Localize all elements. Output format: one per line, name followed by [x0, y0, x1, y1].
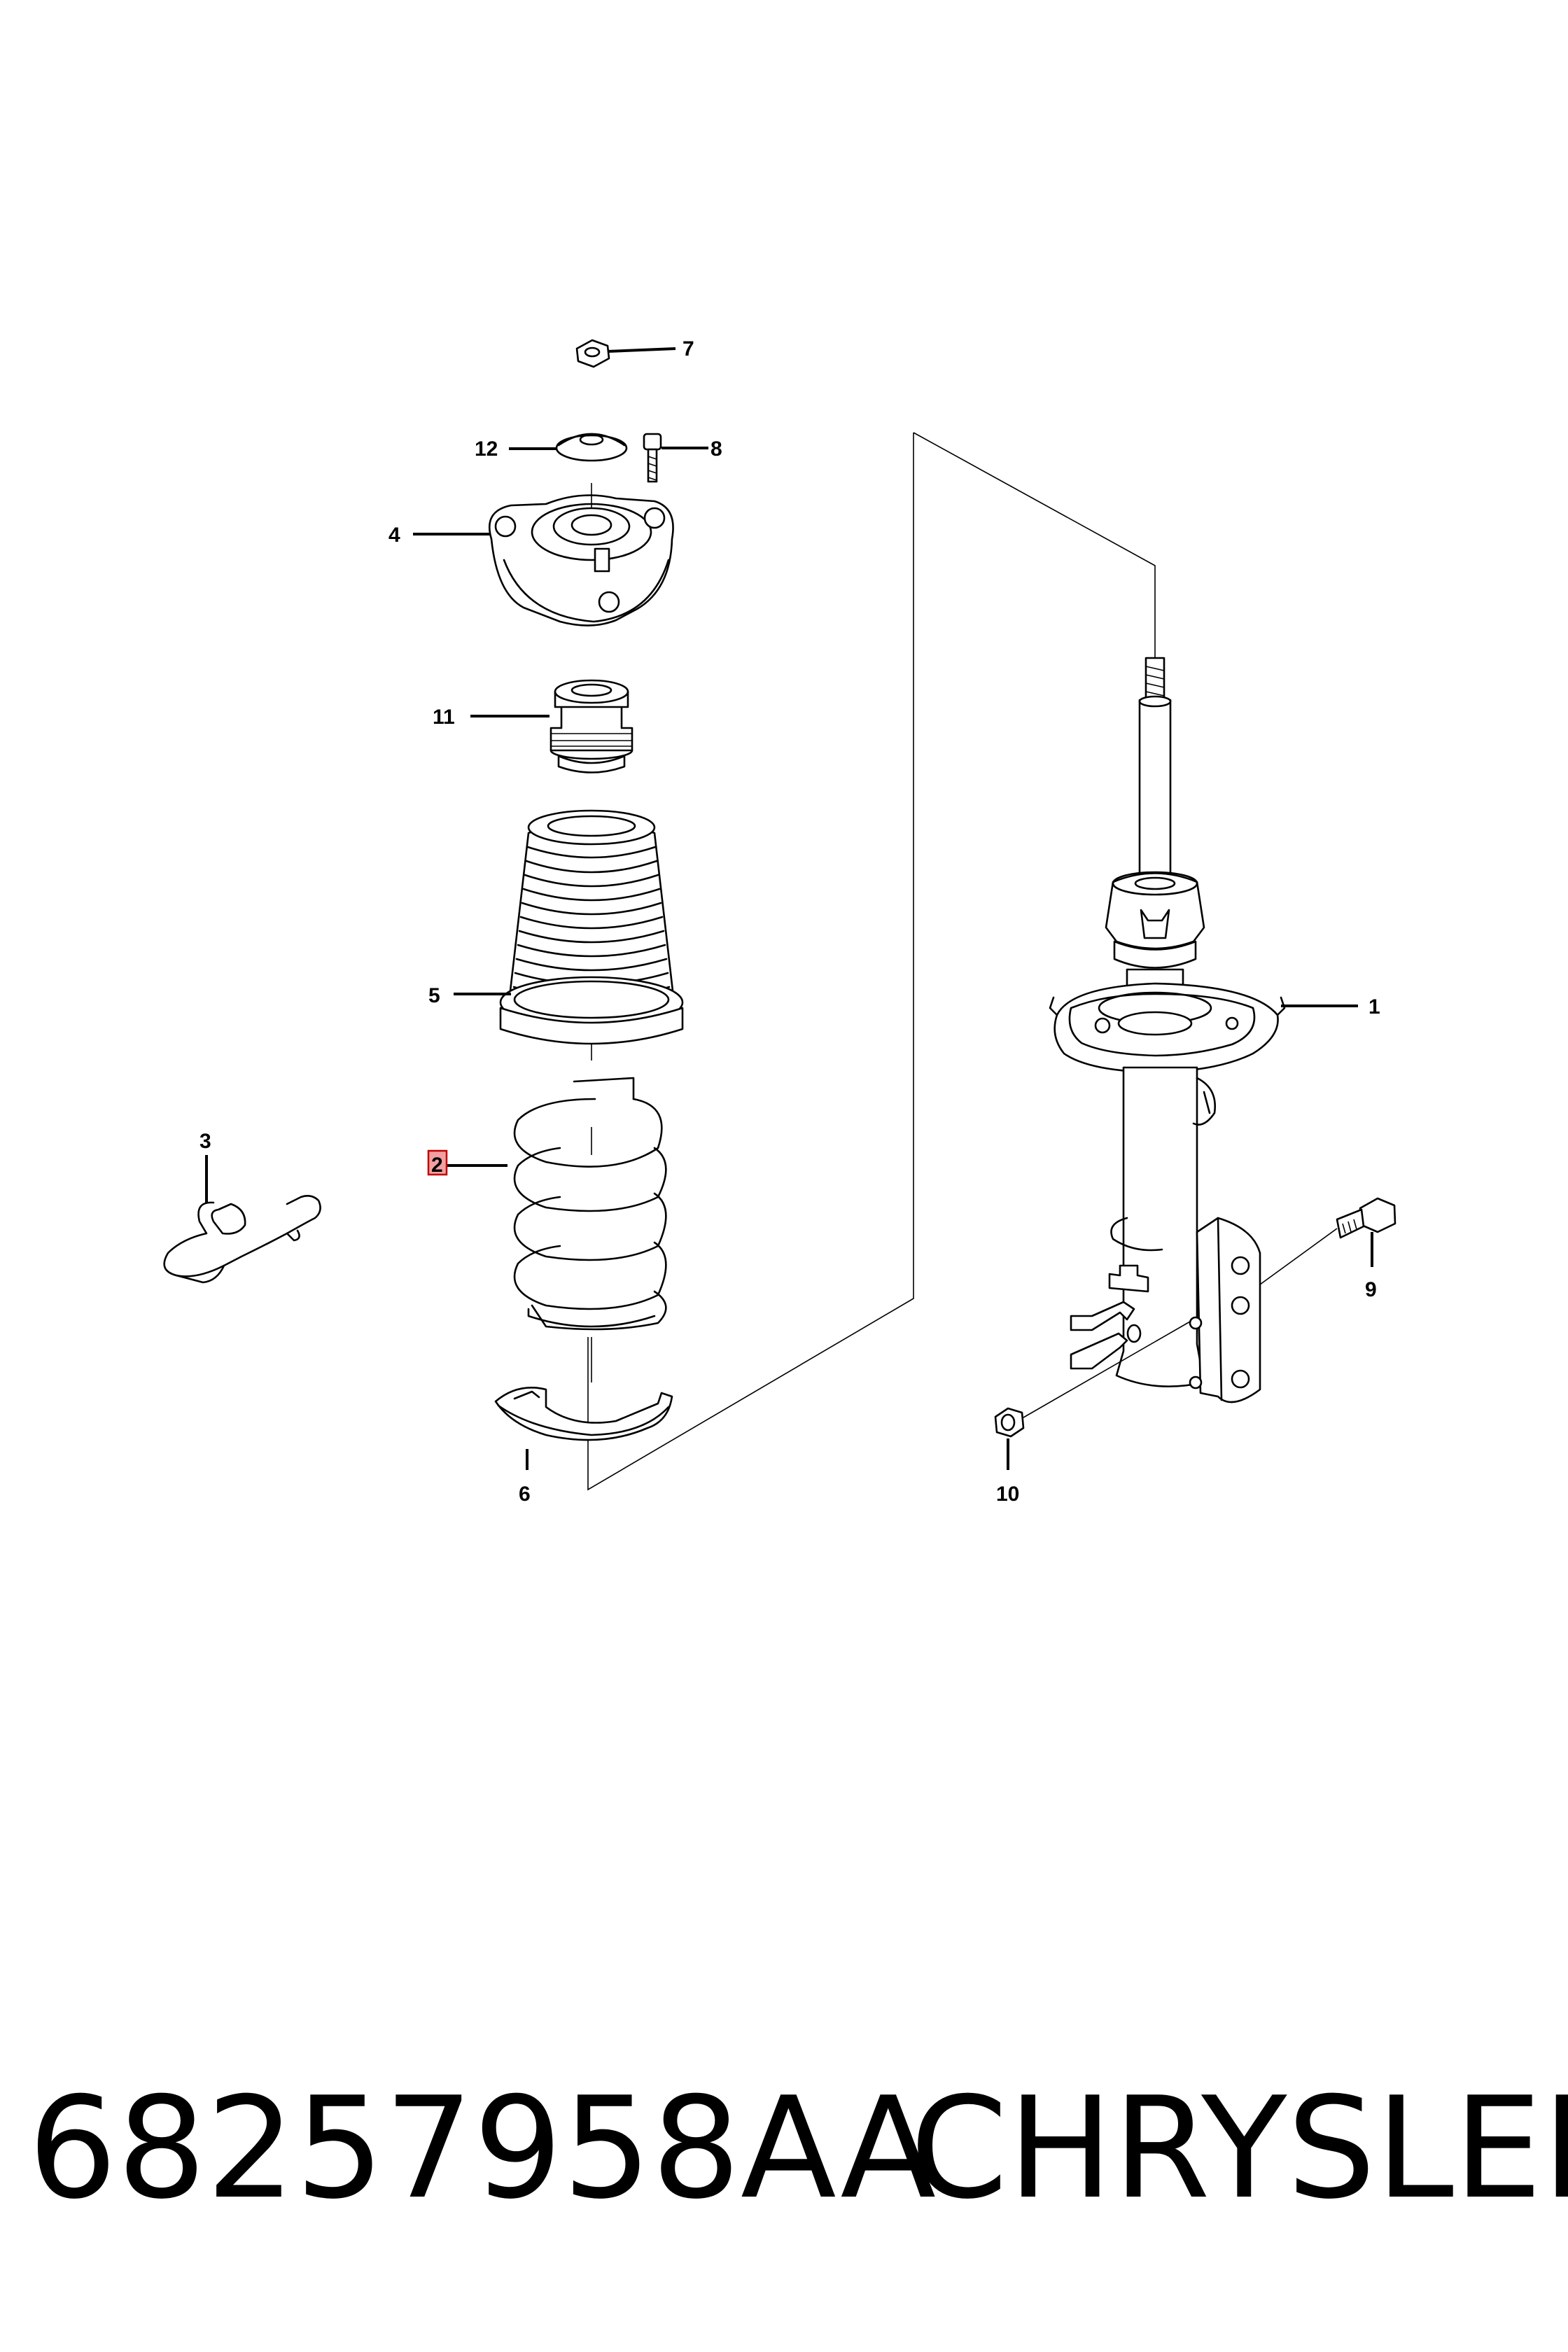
callout-11: 11	[433, 706, 455, 729]
brand-name: CHRYSLER	[910, 2067, 1568, 2230]
assembly-frame-lines	[587, 432, 1156, 1491]
part-5-dust-boot	[499, 809, 684, 1060]
part-4-upper-mount	[488, 483, 674, 626]
part-10-nut	[994, 1407, 1025, 1438]
part-2-coil-spring	[513, 1077, 667, 1382]
part-8-stud	[643, 433, 662, 483]
callout-2-highlight	[427, 1149, 448, 1176]
callout-1: 1	[1368, 995, 1380, 1018]
part-3-clip	[163, 1195, 321, 1284]
part-number: 68257958AA	[28, 2067, 937, 2230]
callout-6: 6	[519, 1483, 531, 1506]
callout-5: 5	[428, 984, 440, 1007]
part-6-lower-isolator	[494, 1387, 673, 1441]
part-11-jounce-bumper	[550, 679, 634, 774]
callout-9: 9	[1365, 1278, 1377, 1301]
callout-3: 3	[200, 1130, 211, 1153]
callout-10: 10	[996, 1483, 1019, 1506]
part-7-nut	[575, 339, 610, 368]
callout-8: 8	[710, 438, 722, 461]
leader-lines	[205, 347, 1373, 1470]
callout-labels: 1 2 3 4 5 6 7 8 9 10 11 12	[200, 337, 1380, 1506]
callout-2: 2	[431, 1154, 443, 1177]
part-9-bolt	[1336, 1197, 1396, 1239]
callout-4: 4	[388, 524, 400, 547]
callout-12: 12	[475, 438, 498, 461]
callout-7: 7	[682, 337, 694, 360]
part-1-strut-assembly	[1049, 657, 1286, 1404]
part-12-washer	[555, 433, 628, 462]
